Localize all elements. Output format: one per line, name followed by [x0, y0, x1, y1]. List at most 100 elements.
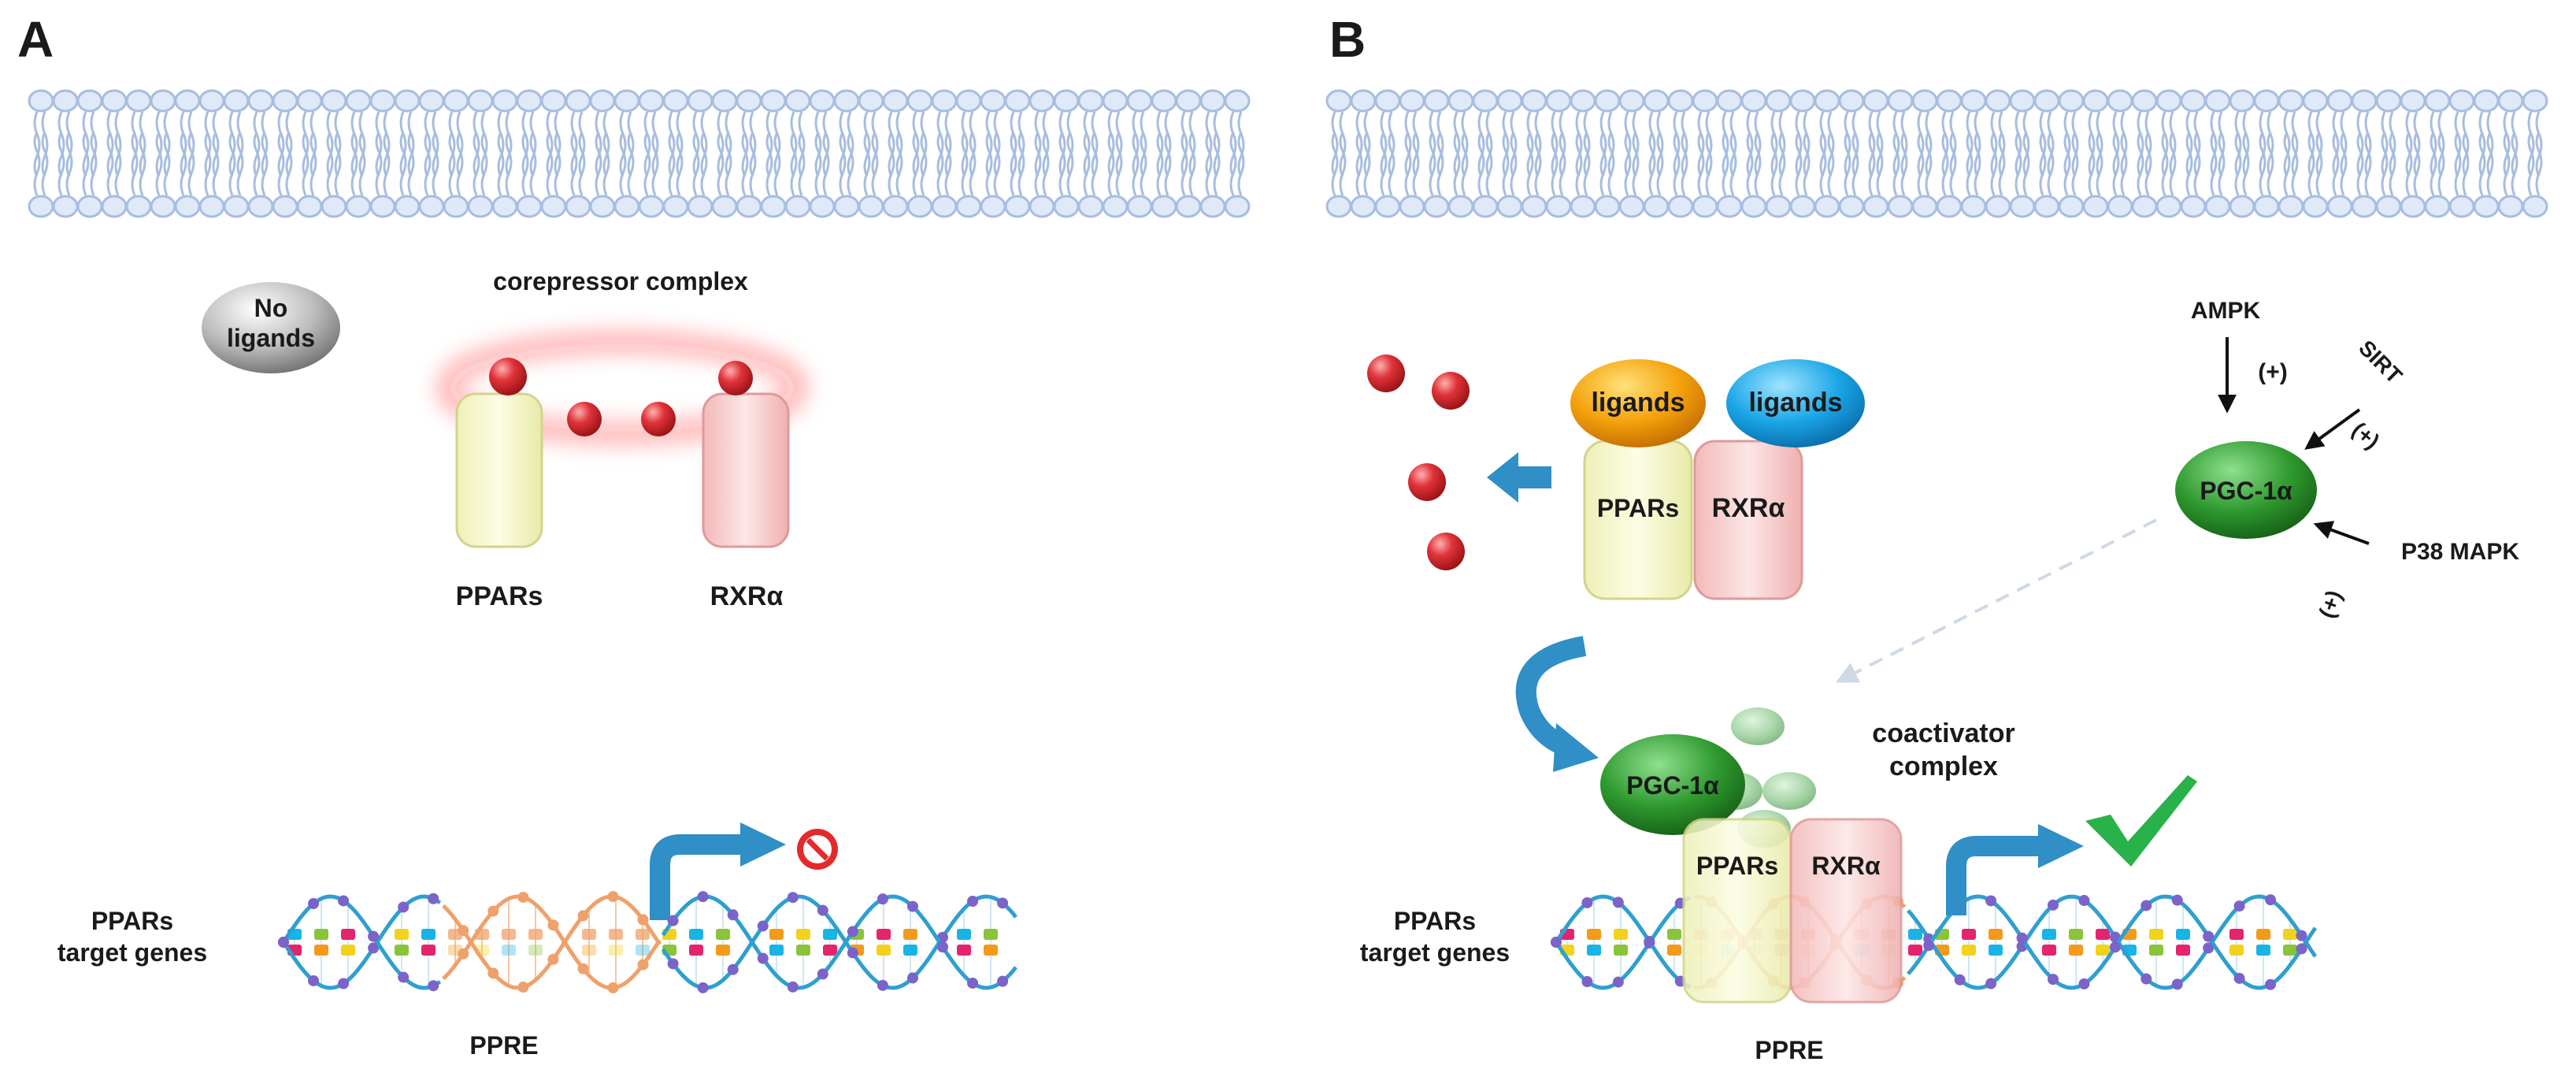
lipid-tail	[1648, 111, 1664, 177]
lipid-head	[345, 89, 372, 113]
lipid-tail	[1966, 111, 1981, 177]
lipid-head	[1374, 195, 1401, 218]
lipid-head	[2229, 89, 2255, 113]
lipid-tail	[2503, 132, 2519, 196]
nucleotide	[903, 929, 917, 940]
lipid-head	[1936, 195, 1963, 218]
lipid-tail	[2112, 111, 2128, 177]
lipid-tail	[1010, 132, 1025, 196]
lipid-head	[516, 89, 543, 113]
coactivator-text-1: coactivator	[1872, 718, 2014, 748]
lipid-tail	[180, 132, 195, 196]
nucleotide	[877, 929, 891, 940]
phosphate-bead	[398, 901, 410, 913]
ampk-label: AMPK	[2191, 298, 2261, 324]
phosphate-bead	[308, 974, 320, 986]
nucleotide	[1908, 945, 1922, 956]
lipid-head	[1545, 195, 1572, 218]
lipid-tail	[1156, 111, 1172, 177]
lipid-tail	[765, 132, 781, 196]
nucleotide	[1989, 929, 2003, 940]
lipid-head	[2180, 89, 2207, 113]
lipid-tail	[1868, 111, 1884, 177]
lipid-head	[2424, 89, 2451, 113]
lipid-head	[638, 89, 665, 113]
lipid-head	[1545, 89, 1572, 113]
corepressor-ball	[718, 361, 753, 395]
lipid-head	[125, 195, 152, 218]
lipid-tail	[1058, 111, 1074, 177]
lipid-tail	[375, 111, 391, 177]
lipid-tail	[326, 132, 342, 196]
lipid-head	[2180, 195, 2207, 218]
release-arrow-icon	[1487, 452, 1551, 503]
nucleotide	[2149, 929, 2163, 940]
lipid-tail	[424, 111, 439, 177]
lipid-head	[1521, 195, 1547, 218]
no-ligands-ellipse	[202, 282, 340, 373]
phosphate-bead	[847, 926, 858, 937]
panel-b-letter: B	[1329, 11, 1366, 68]
lipid-head	[2351, 89, 2378, 113]
lipid-tail	[106, 132, 122, 196]
phosphate-bead	[697, 891, 709, 903]
phosphate-bead	[877, 979, 888, 991]
lipid-head	[711, 89, 738, 113]
lipid-tail	[1990, 111, 2006, 177]
nucleotide	[1667, 945, 1681, 956]
lipid-head	[491, 89, 518, 113]
lipid-tail	[1868, 132, 1884, 196]
lipid-head	[296, 89, 323, 113]
lipid-tail	[1380, 132, 1395, 196]
dna-helix-b	[1551, 894, 2318, 990]
lipid-tail	[1355, 111, 1371, 177]
lipid-head	[1618, 89, 1645, 113]
lipid-head	[101, 89, 128, 113]
lipid-head	[2326, 195, 2353, 218]
lipid-head	[1447, 195, 1474, 218]
lipid-head	[467, 89, 494, 113]
lipid-head	[1838, 89, 1865, 113]
p38-plus-label: (+)	[2315, 587, 2347, 621]
lipid-tail	[1624, 111, 1640, 177]
lipid-tail	[326, 111, 342, 177]
lipid-tail	[2014, 111, 2030, 177]
phosphate-bead	[1923, 940, 1935, 952]
lipid-head	[198, 89, 225, 113]
corepressor-ring	[450, 344, 794, 431]
lipid-tail	[1453, 132, 1469, 196]
lipid-head	[1643, 89, 1670, 113]
lipid-head	[1199, 195, 1226, 218]
lipid-tail	[1229, 111, 1245, 177]
lipid-head	[2400, 195, 2426, 218]
lipid-tail	[936, 132, 952, 196]
lipid-tail	[2088, 132, 2103, 196]
lipid-head	[613, 195, 640, 218]
nucleotide	[395, 929, 409, 940]
lipid-tail	[1083, 111, 1099, 177]
lipid-head	[2082, 89, 2109, 113]
lipid-tail	[936, 111, 952, 177]
lipid-tail	[619, 111, 635, 177]
nucleotide	[769, 945, 784, 956]
lipid-tail	[33, 132, 49, 196]
lipid-head	[76, 89, 103, 113]
lipid-head	[589, 89, 616, 113]
lipid-tail	[1917, 132, 1933, 196]
nucleotide	[769, 929, 784, 940]
lipid-head	[1151, 89, 1177, 113]
nucleotide	[1614, 929, 1628, 940]
nucleotide	[636, 945, 650, 956]
lipid-head	[1936, 89, 1963, 113]
lipid-tail	[2234, 132, 2250, 196]
phosphate-bead	[338, 895, 350, 907]
lipid-tail	[2307, 132, 2323, 196]
panel-a-membrane	[28, 89, 1251, 218]
transcription-arrow-head-a	[740, 822, 786, 867]
sirt-arrow	[2304, 408, 2361, 450]
nucleotide	[1614, 945, 1628, 956]
ppars-receptor-a	[455, 392, 543, 548]
lipid-head	[247, 195, 274, 218]
lipid-head	[443, 195, 469, 218]
lipid-head	[2058, 89, 2085, 113]
